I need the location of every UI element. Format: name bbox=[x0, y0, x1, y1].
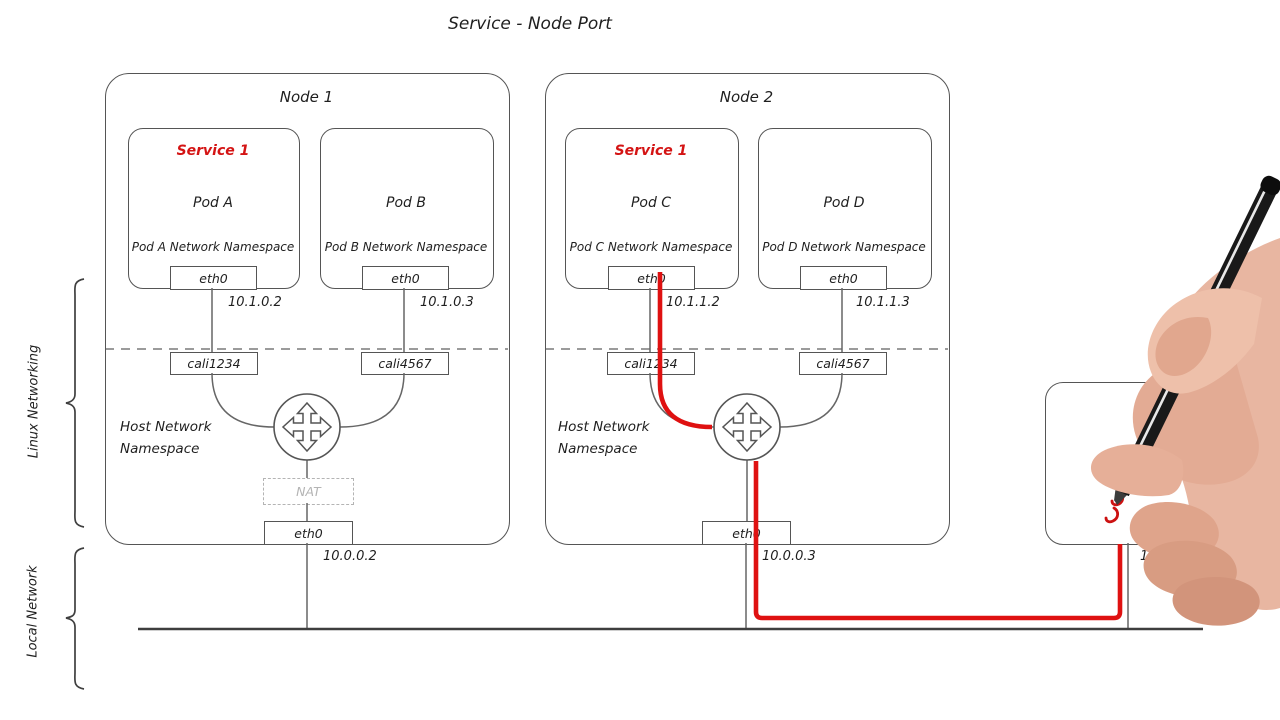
node1-cali1234-label: cali1234 bbox=[187, 356, 241, 371]
pod-c-service-label: Service 1 bbox=[614, 143, 688, 159]
pod-a-namespace-label: Pod A Network Namespace bbox=[131, 240, 295, 254]
node2-iface-label: eth0 bbox=[732, 525, 761, 541]
node-1-title: Node 1 bbox=[279, 88, 334, 106]
pod-d-name: Pod D bbox=[823, 195, 865, 211]
brace-icon-linux-networking bbox=[65, 278, 85, 528]
pod-a-service-label: Service 1 bbox=[176, 143, 250, 159]
node2-cali4567-box: cali4567 bbox=[799, 352, 887, 375]
pod-a-eth0-box: eth0 bbox=[170, 266, 257, 290]
router-icon-node2 bbox=[713, 393, 781, 461]
node1-host-ns-line1: Host Network bbox=[120, 419, 212, 435]
thumb bbox=[1090, 444, 1184, 497]
gray-connectors bbox=[211, 288, 1129, 629]
node1-eth0-box: eth0 bbox=[264, 521, 353, 545]
curled-finger-3 bbox=[1172, 577, 1260, 626]
node1-cali4567-box: cali4567 bbox=[361, 352, 449, 375]
pod-d-eth0-box: eth0 bbox=[800, 266, 887, 290]
node2-cali1234-label: cali1234 bbox=[624, 356, 678, 371]
pod-b-namespace-label: Pod B Network Namespace bbox=[324, 240, 488, 254]
pod-d-iface-label: eth0 bbox=[829, 270, 858, 286]
node1-ip-label: 10.0.0.2 bbox=[323, 549, 377, 564]
pod-b-name: Pod B bbox=[386, 195, 426, 211]
node2-eth0-box: eth0 bbox=[702, 521, 791, 545]
router-icon-node1 bbox=[273, 393, 341, 461]
node1-cali4567-label: cali4567 bbox=[378, 356, 432, 371]
brace-icon-local-network bbox=[65, 547, 85, 690]
pod-d-namespace-label: Pod D Network Namespace bbox=[762, 240, 926, 254]
pod-b-iface-label: eth0 bbox=[391, 270, 420, 286]
hand-holding-pen bbox=[1090, 175, 1280, 626]
pod-a-iface-label: eth0 bbox=[199, 270, 228, 286]
pod-b-ip-label: 10.1.0.3 bbox=[420, 295, 474, 310]
pod-b-eth0-box: eth0 bbox=[362, 266, 449, 290]
pod-d-ip-label: 10.1.1.3 bbox=[856, 295, 910, 310]
node1-cali1234-box: cali1234 bbox=[170, 352, 258, 375]
diagram-title: Service - Node Port bbox=[448, 14, 612, 34]
node1-iface-label: eth0 bbox=[294, 525, 323, 541]
pod-a-ip-label: 10.1.0.2 bbox=[228, 295, 282, 310]
node-2-title: Node 2 bbox=[719, 88, 774, 106]
pod-a-name: Pod A bbox=[193, 195, 233, 211]
node1-host-ns-line2: Namespace bbox=[120, 441, 200, 457]
node2-host-ns-line1: Host Network bbox=[558, 419, 650, 435]
pod-c-ip-label: 10.1.1.2 bbox=[666, 295, 720, 310]
pod-c-namespace-label: Pod C Network Namespace bbox=[569, 240, 733, 254]
nat-label: NAT bbox=[296, 484, 321, 499]
node2-host-namespace-label: Host Network Namespace bbox=[558, 416, 649, 460]
node1-host-namespace-label: Host Network Namespace bbox=[120, 416, 211, 460]
pod-c-name: Pod C bbox=[630, 195, 672, 211]
node2-cali4567-label: cali4567 bbox=[816, 356, 870, 371]
node2-host-ns-line2: Namespace bbox=[558, 441, 638, 457]
nat-box: NAT bbox=[263, 478, 354, 505]
node2-ip-label: 10.0.0.3 bbox=[762, 549, 816, 564]
index-finger-shade bbox=[1155, 316, 1212, 377]
node2-cali1234-box: cali1234 bbox=[607, 352, 695, 375]
red-traffic-path bbox=[657, 272, 1123, 621]
